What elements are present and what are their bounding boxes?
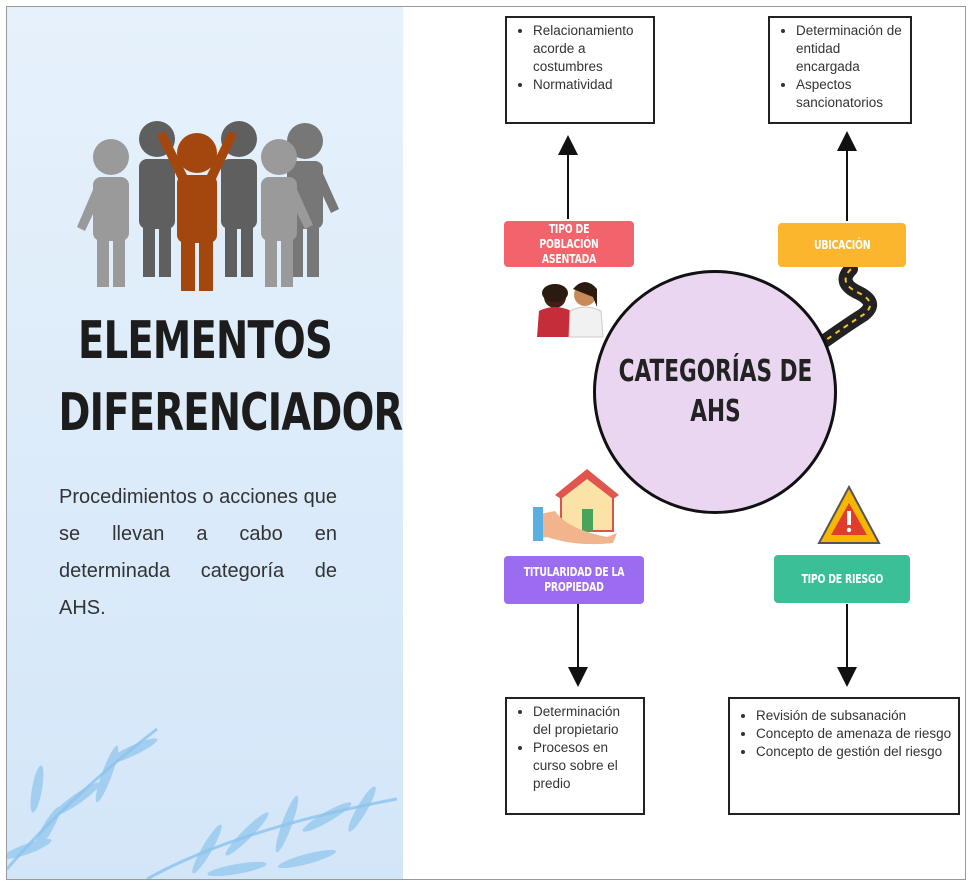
list-item: Determinación del propietario — [533, 703, 637, 739]
infographic: ELEMENTOS DIFERENCIADORES Procedimientos… — [6, 6, 966, 880]
people-group-icon — [77, 121, 339, 291]
center-title-line-2: AHS — [689, 394, 741, 429]
center-circle: CATEGORÍAS DE AHS — [593, 270, 837, 514]
box-riesgo: Revisión de subsanación Concepto de amen… — [728, 697, 960, 815]
box-ubicacion: Determinación de entidad encargada Aspec… — [768, 16, 912, 124]
list-item: Aspectos sancionatorios — [796, 76, 904, 112]
list-item: Concepto de amenaza de riesgo — [756, 725, 952, 743]
diagram-connectors — [533, 131, 881, 687]
list-item: Concepto de gestión del riesgo — [756, 743, 952, 761]
leaves-decoration — [7, 727, 398, 879]
warning-sign-icon — [817, 484, 881, 544]
left-panel: ELEMENTOS DIFERENCIADORES Procedimientos… — [7, 7, 403, 879]
label-titularidad: TITULARIDAD DE LA PROPIEDAD — [504, 556, 644, 604]
women-icon — [537, 282, 604, 338]
list-item: Determinación de entidad encargada — [796, 22, 904, 76]
label-poblacion: TIPO DE POBLACIÓN ASENTADA — [504, 221, 634, 267]
description-text: Procedimientos o acciones que se llevan … — [59, 486, 337, 619]
house-hand-icon — [533, 469, 619, 545]
list-item: Revisión de subsanación — [756, 707, 952, 725]
center-title-line-1: CATEGORÍAS DE — [618, 354, 812, 389]
box-titularidad: Determinación del propietario Procesos e… — [505, 697, 645, 815]
title-line-1: ELEMENTOS — [78, 311, 333, 371]
label-riesgo: TIPO DE RIESGO — [774, 555, 910, 603]
box-poblacion: Relacionamiento acorde a costumbres Norm… — [505, 16, 655, 124]
title-line-2: DIFERENCIADORES — [58, 383, 403, 443]
list-item: Procesos en curso sobre el predio — [533, 739, 637, 793]
list-item: Relacionamiento acorde a costumbres — [533, 22, 647, 76]
label-ubicacion: UBICACIÓN — [778, 223, 906, 267]
road-icon — [812, 262, 877, 352]
list-item: Normatividad — [533, 76, 647, 94]
